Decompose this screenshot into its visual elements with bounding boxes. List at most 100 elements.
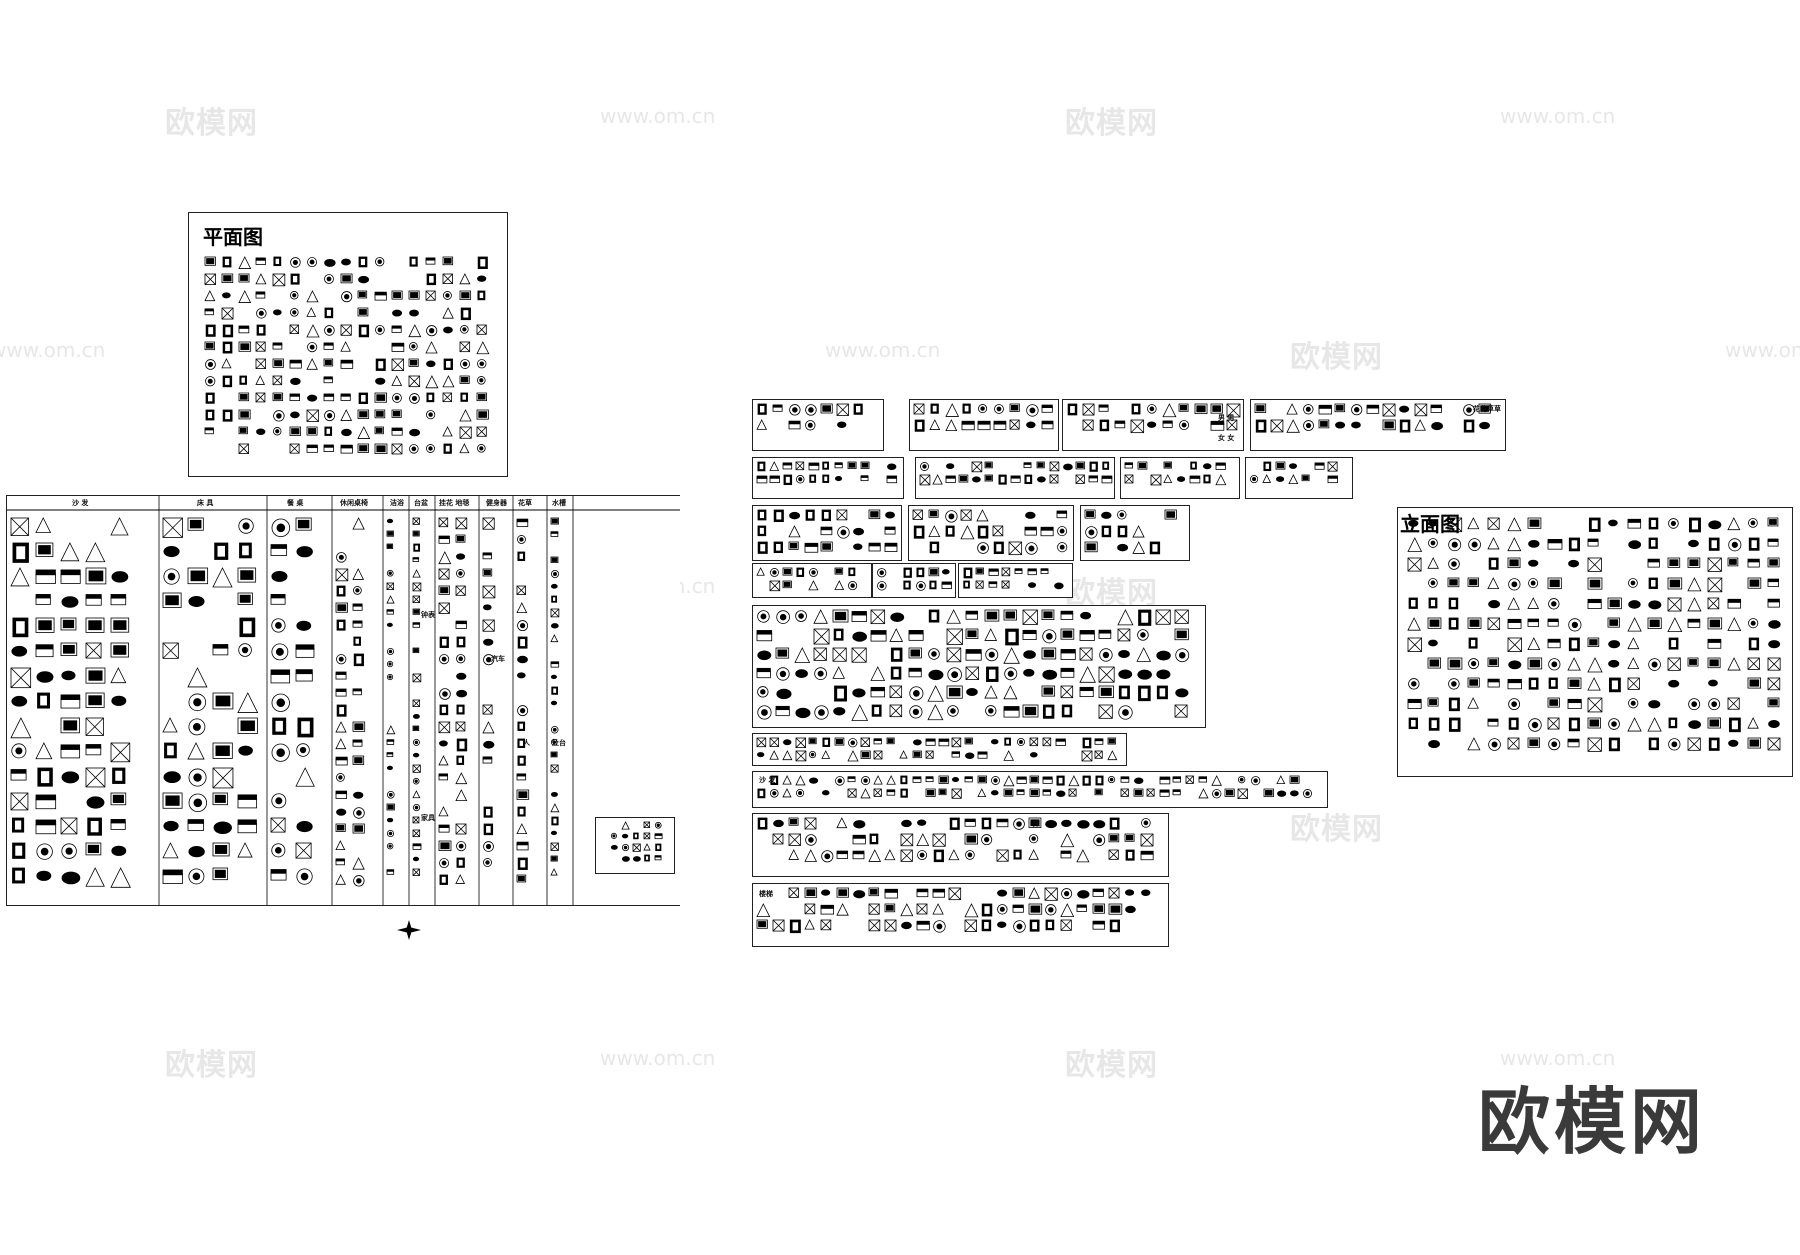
cad-symbol [550, 842, 559, 851]
cad-symbol [325, 427, 331, 435]
cad-symbol [1237, 788, 1248, 799]
cad-symbol [870, 666, 886, 681]
cad-symbol [409, 428, 421, 437]
cad-symbol [788, 817, 799, 826]
cad-symbol [1427, 617, 1442, 629]
cad-symbol [412, 868, 420, 876]
cad-symbol [456, 636, 466, 648]
cad-symbol [884, 919, 897, 932]
cad-symbol [1747, 677, 1762, 689]
cad-symbol [1174, 609, 1189, 624]
cad-symbol [272, 375, 283, 386]
cad-symbol [1101, 525, 1112, 538]
cad-symbol [1507, 637, 1522, 652]
cad-symbol [386, 622, 393, 627]
cad-symbol [271, 743, 290, 762]
cad-symbol [1527, 657, 1543, 670]
cad-symbol [1014, 568, 1023, 575]
cad-symbol [482, 756, 493, 760]
cad-symbol [271, 843, 286, 858]
cad-symbol [35, 594, 51, 605]
cad-symbol [884, 526, 896, 530]
cad-symbol [1042, 669, 1058, 680]
cad-symbol [35, 573, 56, 584]
cad-symbol [1049, 461, 1060, 472]
cad-symbol [804, 542, 819, 547]
cad-symbol [909, 686, 924, 701]
cad-symbol [518, 756, 525, 765]
block-panel-artwork [909, 399, 1059, 451]
cad-symbol [413, 648, 419, 653]
cad-symbol [1568, 537, 1580, 552]
cad-symbol [985, 475, 992, 481]
cad-symbol [1069, 405, 1076, 414]
cad-symbol [1767, 737, 1781, 751]
cad-symbol [1041, 404, 1053, 409]
cad-symbol [949, 817, 960, 830]
cad-symbol [1467, 737, 1481, 751]
cad-symbol [1224, 788, 1235, 797]
cad-symbol [409, 428, 421, 437]
cad-symbol [290, 411, 300, 419]
cad-symbol [289, 324, 299, 334]
cad-symbol [988, 708, 994, 714]
cad-symbol [1130, 419, 1144, 433]
cad-symbol [1203, 463, 1212, 470]
cad-symbol [804, 887, 818, 898]
cad-symbol [409, 342, 418, 351]
cad-symbol [408, 358, 419, 367]
cad-symbol [188, 595, 205, 607]
cad-symbol [804, 887, 818, 898]
cad-symbol [1120, 788, 1129, 797]
cad-symbol [798, 791, 803, 796]
label-female: 女 女 [1218, 434, 1235, 442]
cad-symbol [1004, 789, 1012, 796]
cad-symbol [645, 855, 649, 861]
cad-symbol [442, 426, 453, 437]
cad-symbol [1488, 738, 1501, 751]
cad-symbol [610, 832, 617, 839]
cad-symbol [1648, 577, 1658, 589]
cad-symbol [1082, 737, 1092, 749]
cad-symbol [440, 587, 449, 594]
cad-symbol [1085, 526, 1098, 539]
cad-symbol [212, 842, 230, 857]
cad-symbol [779, 670, 787, 678]
cad-symbol [1707, 657, 1721, 669]
cad-symbol [1125, 905, 1136, 914]
cad-symbol [335, 874, 346, 885]
cad-symbol [1528, 539, 1540, 548]
cad-symbol [222, 324, 234, 338]
cad-symbol [1028, 849, 1039, 860]
cad-symbol [438, 602, 450, 614]
cad-symbol [1428, 597, 1438, 609]
cad-symbol [930, 569, 938, 575]
cad-symbol [1509, 559, 1519, 567]
cad-symbol [458, 740, 466, 750]
cad-symbol [412, 569, 421, 578]
cad-symbol [1075, 474, 1085, 484]
cad-symbol [1094, 738, 1104, 742]
cad-symbol [482, 585, 496, 599]
cad-symbol [256, 324, 266, 336]
cad-symbol [1098, 629, 1112, 639]
cad-symbol [804, 903, 816, 915]
cad-symbol [1567, 698, 1582, 710]
cad-symbol [255, 341, 266, 352]
cad-symbol [1082, 419, 1094, 431]
cad-symbol [1303, 420, 1314, 431]
cad-symbol [1117, 628, 1131, 642]
cad-symbol [834, 685, 847, 702]
cad-symbol [60, 817, 78, 835]
cad-symbol [386, 842, 394, 850]
cad-symbol [456, 704, 465, 715]
cad-symbol [238, 290, 252, 303]
cad-symbol [1276, 775, 1286, 785]
cad-symbol [1303, 404, 1314, 415]
cad-symbol [870, 609, 885, 624]
cad-symbol [335, 721, 347, 733]
cad-symbol [518, 807, 525, 816]
cad-symbol [1138, 609, 1152, 626]
cad-symbol [357, 443, 369, 453]
cad-symbol [428, 446, 433, 451]
